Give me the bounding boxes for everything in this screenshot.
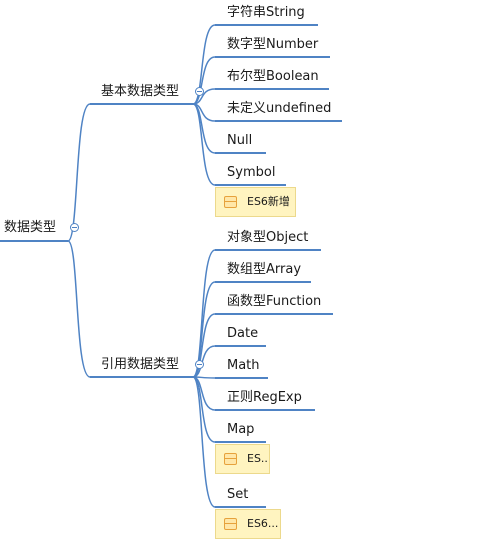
root-collapse-icon[interactable] bbox=[70, 223, 79, 232]
note-icon bbox=[224, 196, 237, 208]
connector-root-basic bbox=[67, 103, 91, 242]
note-icon bbox=[224, 518, 237, 530]
topic-number-label: 数字型Number bbox=[227, 37, 319, 52]
topic-regexp-underline bbox=[215, 409, 315, 411]
topic-function-label: 函数型Function bbox=[227, 294, 322, 309]
connector-basic-child-1 bbox=[192, 56, 216, 105]
topic-object-label: 对象型Object bbox=[227, 230, 309, 245]
topic-math-label: Math bbox=[227, 358, 260, 373]
topic-array-underline bbox=[215, 281, 311, 283]
branch-basic-types[interactable]: 基本数据类型 bbox=[101, 84, 179, 100]
topic-function[interactable]: 函数型Function bbox=[227, 294, 321, 310]
topic-boolean-label: 布尔型Boolean bbox=[227, 69, 319, 84]
branch-reference-underline bbox=[90, 376, 193, 378]
topic-undefined-underline bbox=[215, 120, 342, 122]
topic-math-underline bbox=[215, 377, 268, 379]
topic-undefined[interactable]: 未定义undefined bbox=[227, 101, 331, 117]
root-topic-underline bbox=[0, 240, 68, 242]
topic-set-label: Set bbox=[227, 487, 249, 502]
topic-undefined-label: 未定义undefined bbox=[227, 101, 332, 116]
topic-string-underline bbox=[215, 24, 318, 26]
topic-date-underline bbox=[215, 345, 266, 347]
topic-regexp-label: 正则RegExp bbox=[227, 390, 302, 405]
topic-date[interactable]: Date bbox=[227, 326, 258, 342]
connector-basic-child-0 bbox=[192, 24, 216, 105]
topic-string[interactable]: 字符串String bbox=[227, 5, 305, 21]
topic-set-underline bbox=[215, 506, 266, 508]
topic-date-label: Date bbox=[227, 326, 259, 341]
topic-map[interactable]: Map bbox=[227, 422, 254, 438]
topic-null-underline bbox=[215, 152, 266, 154]
topic-function-underline bbox=[215, 313, 333, 315]
branch-reference-types[interactable]: 引用数据类型 bbox=[101, 357, 179, 373]
map-note-text: ES.. bbox=[247, 452, 268, 465]
branch-basic-types-label: 基本数据类型 bbox=[101, 84, 180, 99]
map-note[interactable]: ES.. bbox=[215, 444, 270, 474]
connector-reference-child-6 bbox=[192, 376, 216, 443]
branch-basic-collapse-icon[interactable] bbox=[195, 87, 204, 96]
topic-null-label: Null bbox=[227, 133, 253, 148]
topic-number[interactable]: 数字型Number bbox=[227, 37, 318, 53]
topic-symbol-underline bbox=[215, 184, 286, 186]
topic-math[interactable]: Math bbox=[227, 358, 260, 374]
topic-symbol-label: Symbol bbox=[227, 165, 276, 180]
symbol-note[interactable]: ES6新增 bbox=[215, 187, 296, 217]
topic-number-underline bbox=[215, 56, 330, 58]
topic-object-underline bbox=[215, 249, 321, 251]
set-note[interactable]: ES6... bbox=[215, 509, 281, 539]
connector-basic-child-5 bbox=[192, 103, 216, 186]
topic-boolean-underline bbox=[215, 88, 329, 90]
topic-array[interactable]: 数组型Array bbox=[227, 262, 301, 278]
note-icon bbox=[224, 453, 237, 465]
set-note-text: ES6... bbox=[247, 517, 279, 530]
topic-map-label: Map bbox=[227, 422, 255, 437]
topic-object[interactable]: 对象型Object bbox=[227, 230, 308, 246]
root-topic[interactable]: 数据类型 bbox=[4, 220, 56, 236]
topic-symbol[interactable]: Symbol bbox=[227, 165, 275, 181]
branch-basic-underline bbox=[90, 103, 193, 105]
connector-basic-child-4 bbox=[192, 103, 216, 154]
connector-reference-child-7 bbox=[192, 376, 216, 508]
topic-regexp[interactable]: 正则RegExp bbox=[227, 390, 302, 406]
symbol-note-text: ES6新增 bbox=[247, 195, 290, 208]
branch-reference-types-label: 引用数据类型 bbox=[101, 357, 180, 372]
topic-string-label: 字符串String bbox=[227, 5, 305, 20]
branch-reference-collapse-icon[interactable] bbox=[195, 360, 204, 369]
root-topic-label: 数据类型 bbox=[4, 220, 57, 235]
topic-set[interactable]: Set bbox=[227, 487, 248, 503]
topic-null[interactable]: Null bbox=[227, 133, 252, 149]
topic-array-label: 数组型Array bbox=[227, 262, 302, 277]
topic-boolean[interactable]: 布尔型Boolean bbox=[227, 69, 319, 85]
topic-map-underline bbox=[215, 441, 266, 443]
connector-root-reference bbox=[67, 240, 91, 378]
